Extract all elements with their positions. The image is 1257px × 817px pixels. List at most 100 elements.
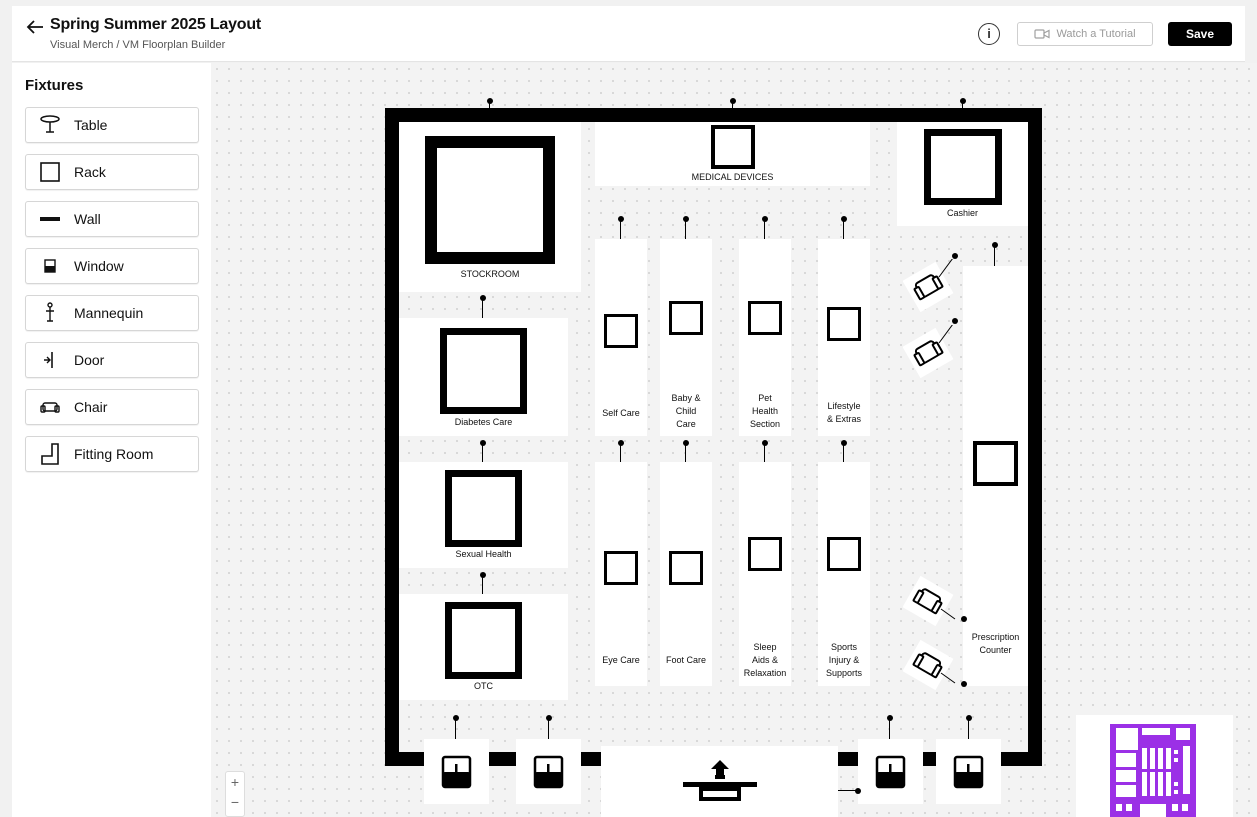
fixture-item-fitting-room[interactable]: Fitting Room (25, 436, 199, 472)
zone-prescription-counter[interactable]: Prescription Counter (963, 266, 1028, 686)
fixture-item-mannequin[interactable]: Mannequin (25, 295, 199, 331)
zone-cashier[interactable]: Cashier (897, 122, 1028, 226)
breadcrumb[interactable]: Visual Merch / VM Floorplan Builder (50, 39, 226, 51)
window-fixture[interactable] (424, 739, 489, 804)
fixture-label: Table (74, 117, 108, 133)
zone-label: STOCKROOM (460, 269, 520, 279)
rack-fixture[interactable] (440, 328, 527, 414)
rack-fixture[interactable] (827, 307, 861, 341)
zone-stockroom[interactable]: STOCKROOM (399, 122, 581, 292)
door-pin[interactable] (855, 788, 861, 794)
wall-pin[interactable] (730, 98, 736, 104)
save-button[interactable]: Save (1168, 22, 1232, 46)
wall-pin[interactable] (960, 98, 966, 104)
fixture-pin[interactable] (683, 440, 689, 446)
window-fixture[interactable] (516, 739, 581, 804)
window-pin[interactable] (966, 715, 972, 721)
zone-baby-child-care[interactable]: Baby & Child Care (660, 239, 712, 436)
zone-self-care[interactable]: Self Care (595, 239, 647, 436)
fixture-item-rack[interactable]: Rack (25, 154, 199, 190)
rack-fixture[interactable] (669, 551, 703, 585)
outer-wall-right[interactable] (1028, 108, 1042, 766)
rack-fixture[interactable] (711, 125, 755, 169)
entrance-door[interactable] (601, 746, 838, 817)
zoom-in-button[interactable]: + (230, 774, 240, 790)
fixture-item-window[interactable]: Window (25, 248, 199, 284)
rack-fixture[interactable] (924, 129, 1002, 205)
window-pin[interactable] (453, 715, 459, 721)
fixture-pin[interactable] (762, 440, 768, 446)
zone-sexual-health[interactable]: Sexual Health (399, 462, 568, 568)
window-pin[interactable] (887, 715, 893, 721)
zone-label-line: Aids & (751, 655, 778, 665)
minimap[interactable] (1076, 715, 1233, 817)
fixture-pin[interactable] (762, 216, 768, 222)
rack-fixture[interactable] (425, 136, 555, 264)
wall-pin[interactable] (487, 98, 493, 104)
fixture-pin[interactable] (480, 295, 486, 301)
rack-fixture[interactable] (669, 301, 703, 335)
fixture-item-door[interactable]: Door (25, 342, 199, 378)
window-pin-stem (455, 720, 456, 739)
chair-fixture-icon[interactable] (903, 325, 959, 379)
zone-label: Self Care (602, 408, 640, 418)
zone-label-line: Sports (830, 642, 857, 652)
zone-foot-care[interactable]: Foot Care (660, 462, 712, 686)
zone-otc[interactable]: OTC (399, 594, 568, 700)
window-fixture[interactable] (936, 739, 1001, 804)
zone-lifestyle-extras[interactable]: Lifestyle & Extras (818, 239, 870, 436)
fitting-room-icon (41, 443, 59, 465)
zone-diabetes-care[interactable]: Diabetes Care (399, 318, 568, 436)
window-fixture[interactable] (858, 739, 923, 804)
zoom-out-button[interactable]: − (230, 794, 240, 810)
rack-fixture[interactable] (748, 537, 782, 571)
zone-label-line: Health (751, 406, 778, 416)
zone-medical-devices[interactable]: MEDICAL DEVICES (595, 122, 870, 186)
chair-pin[interactable] (952, 318, 958, 324)
fixture-pin[interactable] (480, 572, 486, 578)
chair-icon (40, 402, 60, 413)
chair-pin[interactable] (961, 681, 967, 687)
zone-sports-injury[interactable]: Sports Injury & Supports (818, 462, 870, 686)
rack-fixture[interactable] (445, 470, 522, 547)
rack-fixture[interactable] (445, 602, 522, 679)
rack-fixture[interactable] (973, 441, 1018, 486)
window-pin[interactable] (546, 715, 552, 721)
fixture-pin[interactable] (683, 216, 689, 222)
zoom-control: + − (225, 771, 245, 817)
fixture-label: Fitting Room (74, 446, 154, 462)
zone-pet-health[interactable]: Pet Health Section (739, 239, 791, 436)
fixture-pin-stem (482, 445, 483, 462)
rack-fixture[interactable] (748, 301, 782, 335)
info-icon[interactable]: i (978, 23, 1000, 45)
zone-sleep-aids[interactable]: Sleep Aids & Relaxation (739, 462, 791, 686)
fixture-item-chair[interactable]: Chair (25, 389, 199, 425)
rack-fixture[interactable] (604, 314, 638, 348)
fixture-pin[interactable] (841, 216, 847, 222)
outer-wall-top[interactable] (385, 108, 1042, 122)
chair-fixture-icon[interactable] (903, 575, 959, 629)
rack-fixture[interactable] (604, 551, 638, 585)
floorplan-canvas[interactable]: STOCKROOM MEDICAL DEVICES Cashier Diabet… (211, 63, 1257, 817)
rack-fixture[interactable] (827, 537, 861, 571)
fixture-pin[interactable] (618, 216, 624, 222)
chair-pin[interactable] (952, 253, 958, 259)
chair-fixture-icon[interactable] (903, 639, 959, 693)
zone-label-line: Prescription (971, 632, 1020, 642)
fixture-item-wall[interactable]: Wall (25, 201, 199, 237)
zone-eye-care[interactable]: Eye Care (595, 462, 647, 686)
window-icon (44, 259, 56, 273)
fixture-pin[interactable] (618, 440, 624, 446)
outer-wall-left[interactable] (385, 108, 399, 766)
zone-label-line: Sleep (753, 642, 777, 652)
door-icon (683, 760, 757, 801)
back-arrow-icon[interactable] (24, 16, 46, 38)
zone-label-line: Lifestyle (827, 401, 861, 411)
fixture-pin[interactable] (992, 242, 998, 248)
fixture-pin[interactable] (480, 440, 486, 446)
fixture-item-table[interactable]: Table (25, 107, 199, 143)
fixture-pin[interactable] (841, 440, 847, 446)
chair-pin[interactable] (961, 616, 967, 622)
chair-fixture-icon[interactable] (903, 259, 959, 313)
watch-tutorial-button[interactable]: Watch a Tutorial (1017, 22, 1153, 46)
